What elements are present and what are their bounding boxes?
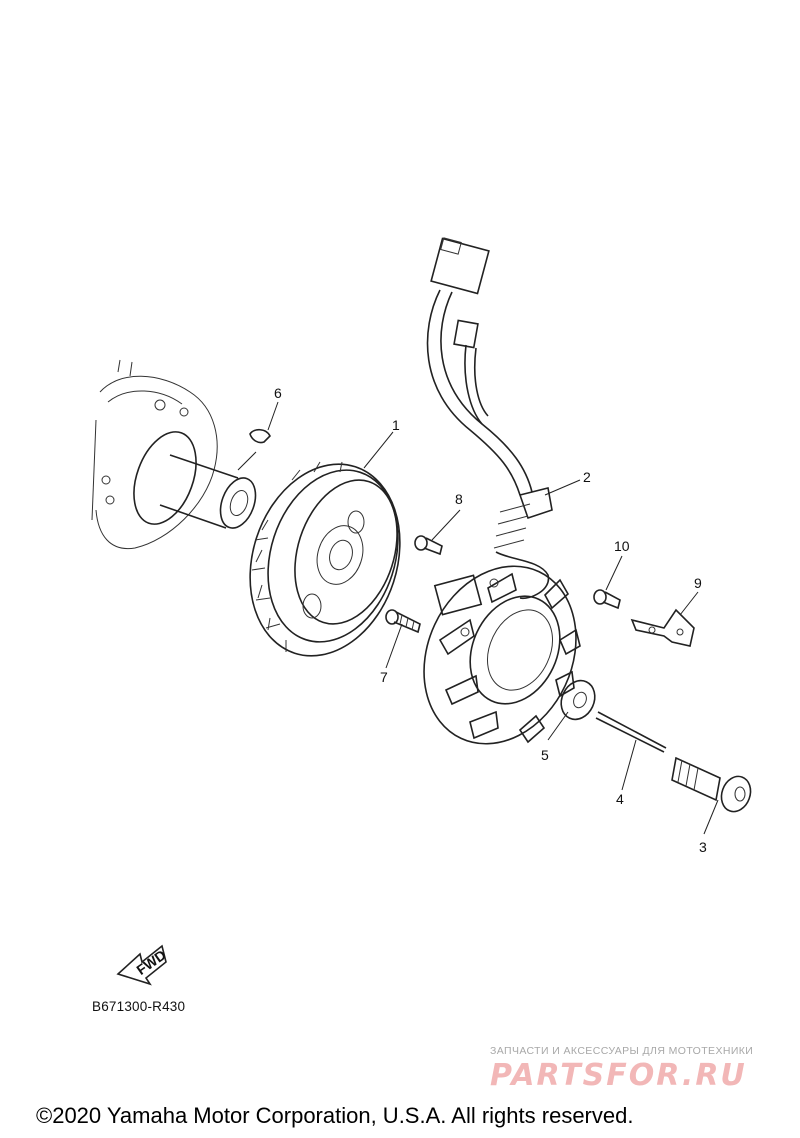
callout-4: 4 — [616, 791, 624, 807]
pin-drawing — [595, 711, 667, 753]
callout-6: 6 — [274, 385, 282, 401]
screw-8-drawing — [414, 535, 443, 556]
woodruff-key-drawing — [249, 428, 271, 444]
clamp-drawing — [630, 608, 695, 647]
leader-lines — [237, 401, 719, 835]
callout-2: 2 — [583, 469, 591, 485]
callout-9: 9 — [694, 575, 702, 591]
callout-5: 5 — [541, 747, 549, 763]
bolt-drawing — [671, 756, 752, 813]
callout-3: 3 — [699, 839, 707, 855]
crankshaft-drawing — [91, 359, 257, 550]
rotor-drawing — [249, 461, 401, 657]
callout-8: 8 — [455, 491, 463, 507]
screw-7-drawing — [385, 609, 421, 634]
stator-drawing — [423, 565, 581, 745]
diagram-code: B671300-R430 — [92, 999, 186, 1014]
washer-drawing — [560, 679, 596, 721]
callout-7: 7 — [380, 669, 388, 685]
callout-1: 1 — [392, 417, 400, 433]
watermark-tagline: ЗАПЧАСТИ И АКСЕССУАРЫ ДЛЯ МОТОТЕХНИКИ — [490, 1045, 754, 1057]
copyright-notice: ©2020 Yamaha Motor Corporation, U.S.A. A… — [36, 1103, 634, 1128]
screw-10-drawing — [593, 589, 621, 610]
callout-10: 10 — [614, 538, 630, 554]
watermark-logo: PARTSFOR.RU — [490, 1058, 747, 1093]
callouts: 1 2 3 4 5 6 7 8 9 10 — [274, 385, 707, 855]
fwd-arrow-icon: FWD — [116, 944, 169, 986]
lead-wire-drawing — [426, 237, 553, 600]
